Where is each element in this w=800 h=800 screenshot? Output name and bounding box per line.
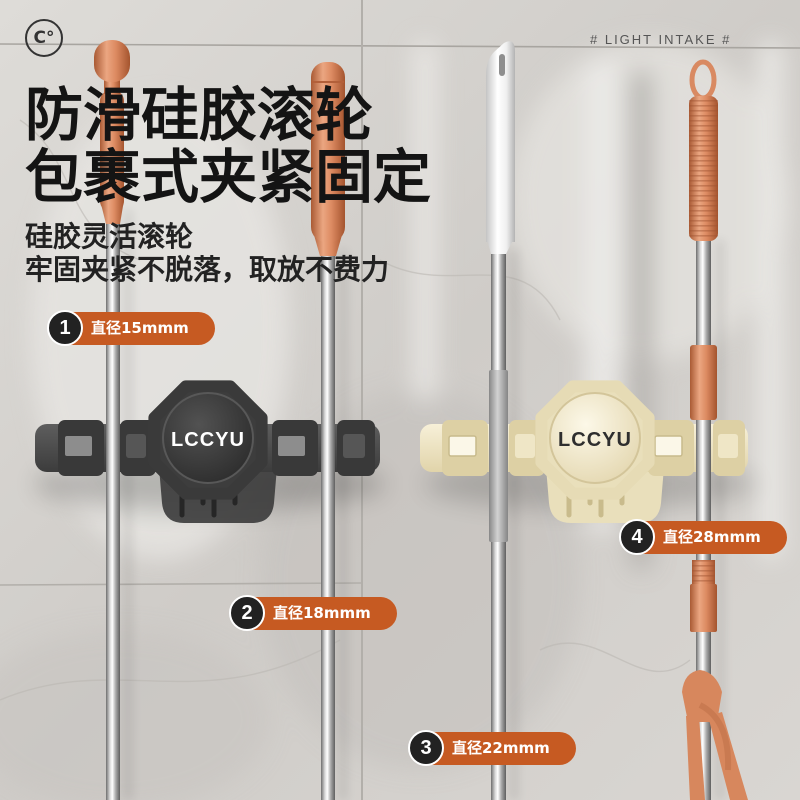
diameter-label-2: 直径18mmm 2	[229, 595, 399, 631]
mop-holder-dark: LCCYU	[35, 380, 380, 523]
pole-2-handle-grip	[311, 62, 345, 242]
diameter-label-2-text: 直径18mmm	[247, 596, 397, 630]
brand-logo-text: C°	[33, 28, 55, 48]
pole-3-handle-grip	[486, 41, 515, 243]
wall-marble-veins	[0, 119, 691, 701]
pole-4-spring-coils	[692, 560, 715, 584]
diameter-label-4-text: 直径28mmm	[637, 520, 787, 554]
pole-4-grip-ribs	[689, 100, 718, 238]
diameter-label-2-number: 2	[229, 595, 265, 631]
pole-1-shaft	[106, 205, 120, 800]
holder-cream-knob-face	[549, 392, 641, 484]
diameter-label-3: 直径22mmm 3	[408, 730, 578, 766]
holder-cream-clip-right	[648, 420, 745, 476]
diameter-label-1-number: 1	[47, 310, 83, 346]
holder-dark-clip-right	[272, 420, 375, 476]
pole-1-handle-neck	[104, 78, 120, 94]
tile-grout-lower	[0, 582, 363, 586]
diameter-label-1-text: 直径15mmm	[65, 311, 215, 345]
diameter-label-3-text: 直径22mmm	[426, 731, 576, 765]
holder-dark-brand: LCCYU	[171, 429, 245, 451]
pole-3-hang-hole	[499, 54, 505, 76]
holder-dark-knob-face	[162, 392, 254, 484]
pole-1-handle-cap	[94, 40, 130, 82]
pole-4-sleeve	[690, 345, 717, 420]
diameter-label-4: 直径28mmm 4	[619, 519, 789, 555]
pole-3-sleeve	[489, 370, 508, 542]
pole-2-shaft	[321, 240, 335, 800]
pole-4-tube	[690, 584, 717, 632]
headline-line-1: 防滑硅胶滚轮	[25, 81, 374, 149]
holder-cream-brand: LCCYU	[558, 429, 632, 451]
mop-pole-3	[486, 41, 515, 800]
brand-logo: C°	[25, 19, 63, 57]
subheadline-line-1: 硅胶灵活滚轮	[25, 220, 194, 253]
mop-pole-2	[311, 62, 345, 800]
tagline: # LIGHT INTAKE #	[590, 32, 732, 47]
pole-1-handle-grip	[100, 90, 124, 212]
subheadline-line-2: 牢固夹紧不脱落，取放不费力	[25, 253, 390, 286]
tile-grout-top	[0, 43, 800, 49]
diameter-label-1: 直径15mmm 1	[47, 310, 217, 346]
pole-shadows	[124, 210, 724, 800]
mop-pole-1	[94, 40, 130, 800]
pole-4-mop-head	[682, 670, 748, 800]
diameter-label-4-number: 4	[619, 519, 655, 555]
headline-line-2: 包裹式夹紧固定	[25, 143, 432, 211]
diameter-label-3-number: 3	[408, 730, 444, 766]
holder-dark-clip-left	[58, 420, 156, 476]
mop-pole-4	[682, 59, 748, 800]
